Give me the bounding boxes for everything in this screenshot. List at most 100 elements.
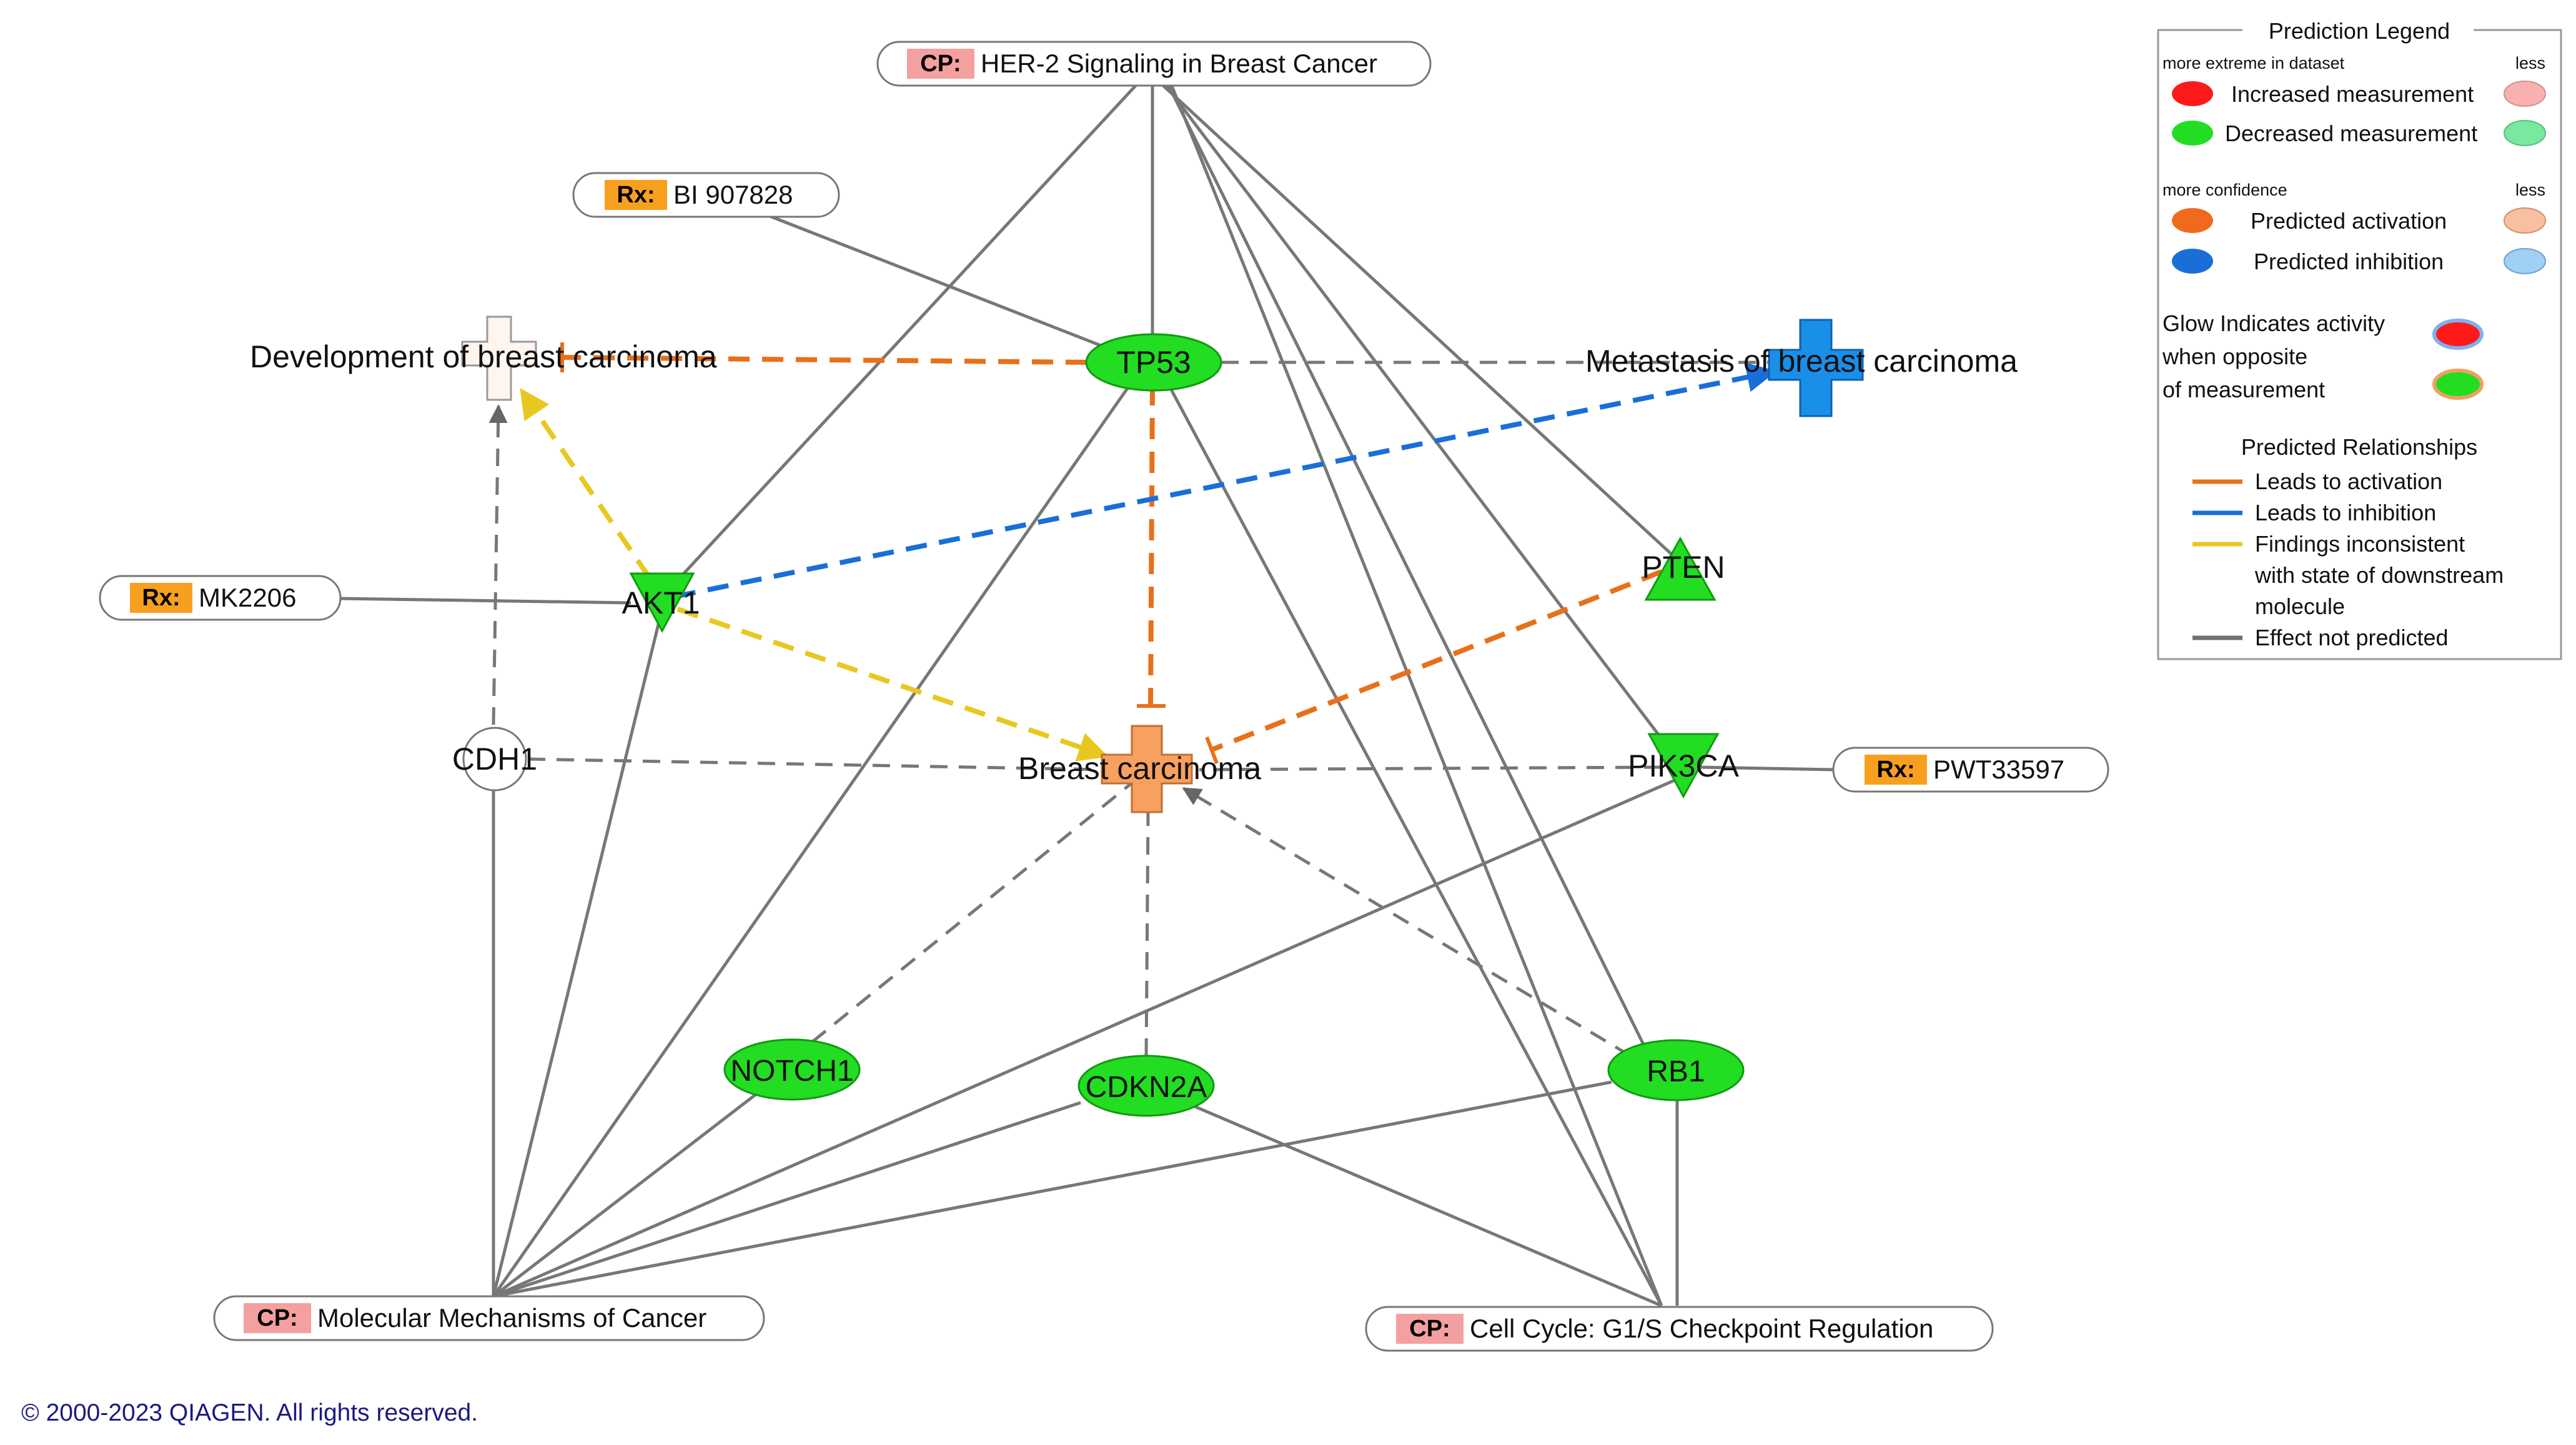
edge-tp53-bc-activation xyxy=(1148,384,1155,707)
edges-dashed-gray xyxy=(488,353,1788,1058)
svg-text:Leads to inhibition: Leads to inhibition xyxy=(2255,500,2436,525)
edges-solid xyxy=(340,83,1834,1308)
node-cdh1[interactable]: CDH1 xyxy=(452,727,537,792)
svg-text:Metastasis of breast carcinoma: Metastasis of breast carcinoma xyxy=(1585,344,2018,379)
svg-text:Predicted activation: Predicted activation xyxy=(2251,208,2447,234)
rx-tag xyxy=(605,180,667,210)
edge-notch1-mmc xyxy=(492,1091,760,1298)
node-notch1[interactable]: NOTCH1 xyxy=(723,1038,861,1101)
cp-tag xyxy=(1396,1314,1464,1344)
svg-text:NOTCH1: NOTCH1 xyxy=(730,1055,853,1088)
svg-text:Breast carcinoma: Breast carcinoma xyxy=(1018,751,1261,786)
increased-dark-swatch xyxy=(2172,81,2213,106)
node-bi907828[interactable]: Rx: BI 907828 xyxy=(572,172,840,218)
node-cdkn2a[interactable]: CDKN2A xyxy=(1077,1055,1215,1117)
node-mmc[interactable]: CP: Molecular Mechanisms of Cancer xyxy=(213,1295,765,1341)
svg-text:PWT33597: PWT33597 xyxy=(1933,755,2064,784)
rx-tag xyxy=(1865,755,1927,785)
prediction-legend: Prediction Legend more extreme in datase… xyxy=(2157,18,2562,660)
svg-text:Predicted Relationships: Predicted Relationships xyxy=(2241,434,2477,460)
edge-her2-cellcycle xyxy=(1169,84,1663,1306)
svg-text:Rx:: Rx: xyxy=(142,585,180,611)
svg-text:Decreased measurement: Decreased measurement xyxy=(2225,121,2477,146)
svg-text:Predicted inhibition: Predicted inhibition xyxy=(2254,249,2444,274)
svg-text:Glow Indicates activity: Glow Indicates activity xyxy=(2162,310,2385,336)
node-pten[interactable]: PTEN xyxy=(1642,536,1725,601)
svg-text:Rx:: Rx: xyxy=(1876,757,1915,783)
node-tp53[interactable]: TP53 xyxy=(1085,333,1222,392)
svg-text:Cell Cycle: G1/S Checkpoint Re: Cell Cycle: G1/S Checkpoint Regulation xyxy=(1470,1314,1933,1343)
svg-text:CP:: CP: xyxy=(257,1305,297,1331)
svg-text:CDH1: CDH1 xyxy=(452,742,537,777)
edge-rb1-mmc xyxy=(493,1080,1612,1298)
edge-her2-rb1 xyxy=(1166,83,1657,1070)
glow-green-swatch xyxy=(2432,369,2484,400)
edge-pik3ca-pwt xyxy=(1698,765,1834,772)
svg-text:RB1: RB1 xyxy=(1647,1055,1705,1088)
svg-text:Increased measurement: Increased measurement xyxy=(2231,81,2474,107)
legend-title: Prediction Legend xyxy=(2269,18,2450,44)
inhibition-dark-swatch xyxy=(2172,249,2213,274)
node-akt1[interactable]: AKT1 xyxy=(622,572,700,633)
edge-cdh1-dev xyxy=(488,404,508,725)
svg-text:Rx:: Rx: xyxy=(617,182,655,208)
edge-mk2206-akt1 xyxy=(340,597,632,605)
svg-text:Findings inconsistent: Findings inconsistent xyxy=(2255,531,2465,557)
decreased-light-swatch xyxy=(2504,120,2546,146)
svg-text:CDKN2A: CDKN2A xyxy=(1086,1071,1207,1104)
svg-text:less: less xyxy=(2515,181,2545,199)
edge-akt1-dev-inconsistent xyxy=(519,388,652,580)
cp-tag xyxy=(907,49,974,79)
node-mk2206[interactable]: Rx: MK2206 xyxy=(99,575,342,621)
svg-text:molecule: molecule xyxy=(2255,593,2345,619)
edge-rb1-bc xyxy=(1182,787,1632,1058)
node-dev-bc[interactable]: Development of breast carcinoma xyxy=(250,315,717,401)
edges-colored xyxy=(519,355,1777,762)
svg-text:MK2206: MK2206 xyxy=(199,583,296,612)
activation-dark-swatch xyxy=(2172,208,2213,233)
rx-tag xyxy=(130,583,192,613)
decreased-dark-swatch xyxy=(2172,121,2213,146)
edge-cdh1-bc xyxy=(527,757,1106,772)
svg-text:of measurement: of measurement xyxy=(2162,377,2325,402)
edge-pik3ca-mmc xyxy=(492,776,1682,1298)
node-cellcycle[interactable]: CP: Cell Cycle: G1/S Checkpoint Regulati… xyxy=(1365,1306,1994,1352)
svg-text:HER-2 Signaling in Breast Canc: HER-2 Signaling in Breast Cancer xyxy=(981,49,1377,78)
node-bc[interactable]: Breast carcinoma xyxy=(1018,725,1261,813)
svg-text:more extreme in dataset: more extreme in dataset xyxy=(2162,54,2345,72)
node-met-bc[interactable]: Metastasis of breast carcinoma xyxy=(1585,319,2018,417)
increased-light-swatch xyxy=(2504,81,2546,107)
svg-text:CP:: CP: xyxy=(920,51,961,77)
edge-cdkn2a-cellcycle xyxy=(1192,1104,1662,1308)
node-pwt33597[interactable]: Rx: PWT33597 xyxy=(1832,747,2109,793)
node-rb1[interactable]: RB1 xyxy=(1607,1039,1745,1101)
svg-text:more confidence: more confidence xyxy=(2162,181,2287,199)
svg-text:Development of breast carcinom: Development of breast carcinoma xyxy=(250,339,717,374)
copyright-notice: © 2000-2023 QIAGEN. All rights reserved. xyxy=(21,1399,478,1426)
svg-text:Leads to activation: Leads to activation xyxy=(2255,469,2442,494)
edge-pik3ca-bc xyxy=(1199,765,1662,772)
svg-text:AKT1: AKT1 xyxy=(622,585,700,620)
edge-akt1-mmc xyxy=(492,608,664,1297)
node-pik3ca[interactable]: PIK3CA xyxy=(1628,733,1740,799)
node-her2[interactable]: CP: HER-2 Signaling in Breast Cancer xyxy=(876,41,1432,87)
edge-her2-akt1 xyxy=(664,83,1138,595)
edge-bi-tp53 xyxy=(768,214,1112,352)
edge-cdkn2a-bc xyxy=(1144,812,1150,1056)
edge-her2-pten xyxy=(1161,83,1682,564)
edge-tp53-dev-activation xyxy=(562,355,1087,365)
edge-akt1-met-inhibition xyxy=(674,362,1777,599)
edge-cdkn2a-mmc xyxy=(493,1101,1081,1298)
edge-pten-bc-activation xyxy=(1211,569,1663,752)
svg-text:when opposite: when opposite xyxy=(2162,344,2307,369)
svg-text:less: less xyxy=(2515,54,2545,72)
svg-text:Molecular Mechanisms of Cancer: Molecular Mechanisms of Cancer xyxy=(317,1303,706,1333)
edge-notch1-bc xyxy=(811,783,1132,1043)
edge-her2-pik3ca xyxy=(1164,83,1688,773)
svg-text:with state of downstream: with state of downstream xyxy=(2254,562,2504,588)
edge-tp53-mmc xyxy=(492,374,1139,1298)
activation-light-swatch xyxy=(2504,207,2546,234)
glow-red-swatch xyxy=(2432,319,2484,350)
svg-text:TP53: TP53 xyxy=(1116,345,1191,380)
